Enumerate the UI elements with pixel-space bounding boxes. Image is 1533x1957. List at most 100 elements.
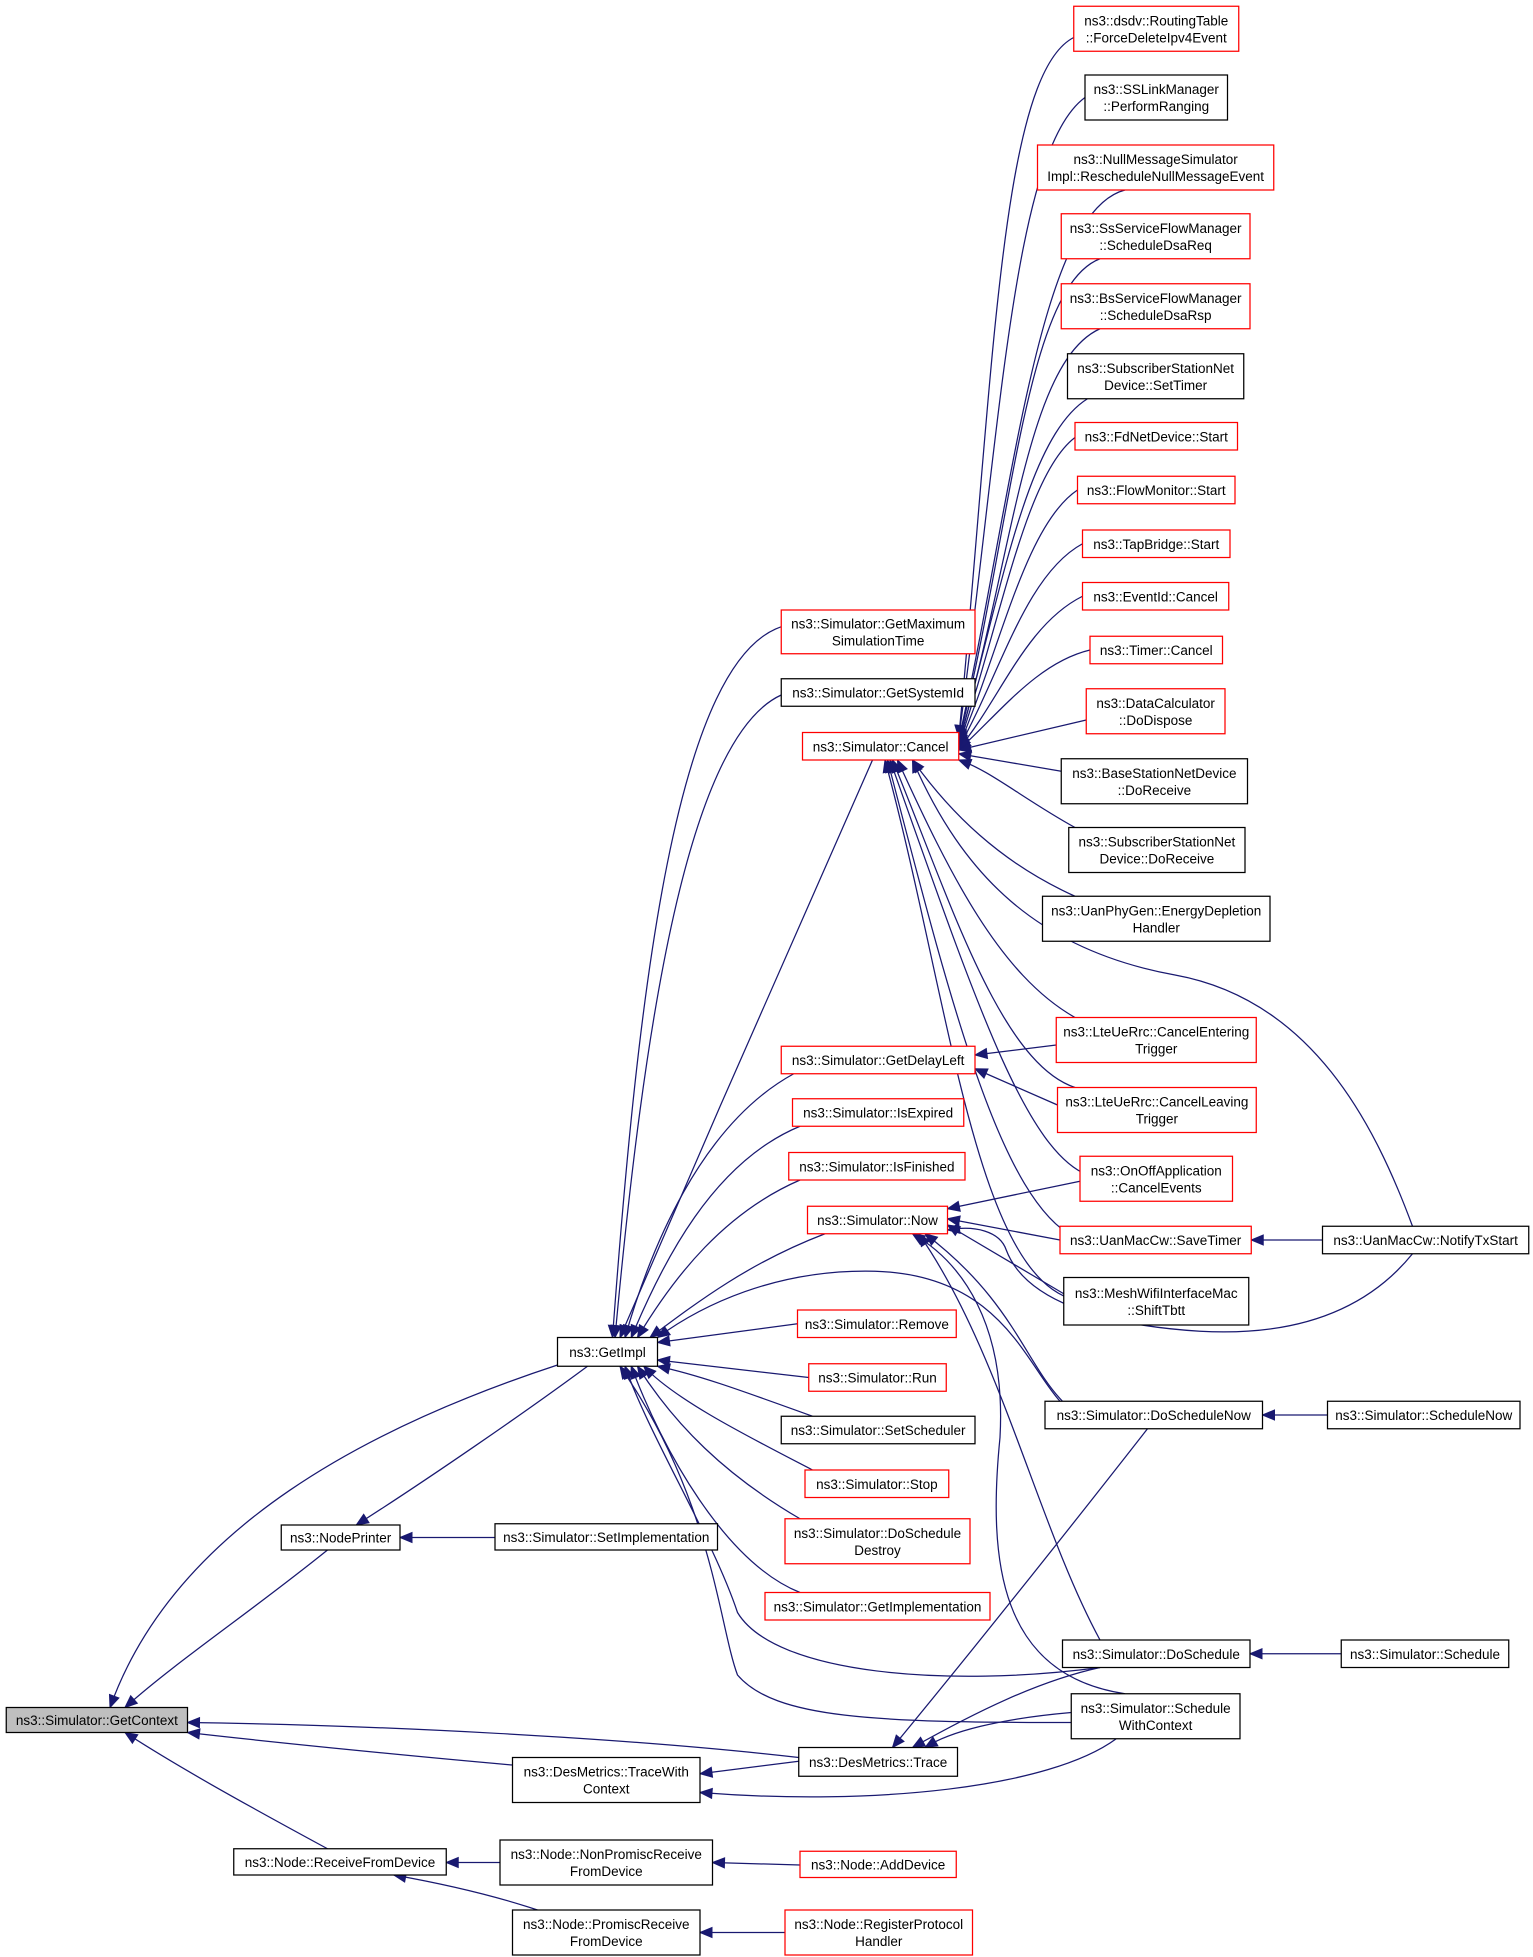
- node-AddDevice[interactable]: ns3::Node::AddDevice: [799, 1850, 957, 1879]
- node-SetImplementation[interactable]: ns3::Simulator::SetImplementation: [494, 1523, 719, 1551]
- node-ReceiveFromDevice[interactable]: ns3::Node::ReceiveFromDevice: [233, 1848, 447, 1876]
- node-label-line: ns3::Simulator::Cancel: [813, 739, 949, 754]
- node-FlowStart[interactable]: ns3::FlowMonitor::Start: [1076, 475, 1236, 505]
- node-box: [1066, 353, 1245, 400]
- node-label: ns3::Simulator::Now: [817, 1213, 938, 1228]
- node-Trace[interactable]: ns3::DesMetrics::Trace: [798, 1746, 959, 1777]
- node-label-line: ns3::BsServiceFlowManager: [1070, 291, 1242, 306]
- node-box: [780, 1045, 976, 1075]
- arrowhead-NonPromisc-to-ReceiveFromDevice: [444, 1856, 459, 1869]
- node-GetDelayLeft[interactable]: ns3::Simulator::GetDelayLeft: [780, 1045, 976, 1075]
- edge-TraceWithContext-to-GetContext: [188, 1733, 513, 1766]
- node-PerformRanging[interactable]: ns3::SSLinkManager::PerformRanging: [1084, 74, 1229, 121]
- node-box: [1063, 1276, 1250, 1326]
- edge-DoScheduleNow-to-Trace: [893, 1429, 1148, 1748]
- node-ScheduleNow[interactable]: ns3::Simulator::ScheduleNow: [1326, 1400, 1521, 1430]
- node-FdStart[interactable]: ns3::FdNetDevice::Start: [1074, 421, 1239, 451]
- node-box: [5, 1706, 189, 1734]
- node-DoSchedule[interactable]: ns3::Simulator::DoSchedule: [1061, 1639, 1251, 1669]
- node-box: [788, 1151, 966, 1181]
- node-label-line: ns3::Node::ReceiveFromDevice: [245, 1855, 436, 1870]
- node-DoScheduleNow[interactable]: ns3::Simulator::DoScheduleNow: [1044, 1400, 1264, 1430]
- node-GetSystemId[interactable]: ns3::Simulator::GetSystemId: [780, 678, 976, 707]
- node-box: [1068, 826, 1246, 874]
- node-label-line: ns3::DesMetrics::Trace: [809, 1755, 947, 1770]
- node-label-line: ns3::SSLinkManager: [1094, 82, 1220, 97]
- node-Stop[interactable]: ns3::Simulator::Stop: [804, 1469, 950, 1499]
- node-Remove[interactable]: ns3::Simulator::Remove: [796, 1309, 957, 1339]
- node-Run[interactable]: ns3::Simulator::Run: [808, 1363, 947, 1392]
- node-label-line: ns3::Simulator::Schedule: [1350, 1647, 1500, 1662]
- node-BaseDoReceive[interactable]: ns3::BaseStationNetDevice::DoReceive: [1060, 758, 1249, 805]
- node-label-line: ns3::SubscriberStationNet: [1077, 361, 1234, 376]
- node-NodePrinter[interactable]: ns3::NodePrinter: [280, 1524, 401, 1551]
- node-label: ns3::BsServiceFlowManager::ScheduleDsaRs…: [1070, 291, 1242, 323]
- node-label-line: Device::SetTimer: [1104, 378, 1208, 393]
- node-label-line: ns3::Simulator::ScheduleNow: [1335, 1408, 1512, 1423]
- node-GetContext[interactable]: ns3::Simulator::GetContext: [5, 1706, 189, 1734]
- node-SsDsaReq[interactable]: ns3::SsServiceFlowManager::ScheduleDsaRe…: [1060, 213, 1251, 260]
- arrowhead-IsFinished-to-GetImpl: [636, 1323, 649, 1339]
- node-IsFinished[interactable]: ns3::Simulator::IsFinished: [788, 1151, 966, 1181]
- node-Now[interactable]: ns3::Simulator::Now: [806, 1205, 949, 1235]
- node-label: ns3::NodePrinter: [290, 1531, 392, 1546]
- arrowhead-Trace-to-TraceWithContext: [698, 1766, 714, 1778]
- node-EventCancel[interactable]: ns3::EventId::Cancel: [1081, 581, 1230, 611]
- arrowhead-DataCalc-to-Cancel: [957, 741, 973, 753]
- node-label-line: ns3::Simulator::GetSystemId: [792, 686, 964, 701]
- node-TimerCancel[interactable]: ns3::Timer::Cancel: [1089, 635, 1224, 665]
- node-SaveTimer[interactable]: ns3::UanMacCw::SaveTimer: [1059, 1225, 1252, 1255]
- node-Schedule[interactable]: ns3::Simulator::Schedule: [1340, 1639, 1510, 1669]
- node-box: [556, 1336, 659, 1367]
- node-DataCalc[interactable]: ns3::DataCalculator::DoDispose: [1085, 688, 1226, 735]
- node-ShiftTbtt[interactable]: ns3::MeshWifiInterfaceMac::ShiftTbtt: [1063, 1276, 1250, 1326]
- edge-IsExpired-to-GetImpl: [631, 1126, 800, 1337]
- node-label: ns3::MeshWifiInterfaceMac::ShiftTbtt: [1075, 1286, 1238, 1318]
- node-box: [1340, 1639, 1510, 1669]
- arrowhead-AddDevice-to-NonPromisc: [711, 1857, 726, 1869]
- node-label-line: Trigger: [1136, 1112, 1179, 1127]
- edge-Cancel-to-GetImpl: [620, 760, 873, 1338]
- node-TapStart[interactable]: ns3::TapBridge::Start: [1081, 529, 1231, 559]
- node-OnOff[interactable]: ns3::OnOffApplication::CancelEvents: [1079, 1155, 1234, 1202]
- edge-DataCalc-to-Cancel: [959, 720, 1087, 750]
- edge-Trace-to-GetContext: [188, 1723, 799, 1758]
- node-box: [1076, 475, 1236, 505]
- node-label-line: ns3::SubscriberStationNet: [1078, 835, 1235, 850]
- node-GetImplementation[interactable]: ns3::Simulator::GetImplementation: [764, 1591, 991, 1621]
- node-NotifyTxStart[interactable]: ns3::UanMacCw::NotifyTxStart: [1321, 1225, 1530, 1255]
- node-label-line: ::ScheduleDsaReq: [1099, 238, 1212, 253]
- edge-SaveTimer-to-Cancel: [888, 760, 1076, 1238]
- node-BsDsaRsp[interactable]: ns3::BsServiceFlowManager::ScheduleDsaRs…: [1060, 283, 1251, 330]
- node-GetImpl[interactable]: ns3::GetImpl: [556, 1336, 659, 1367]
- node-ForceDelete[interactable]: ns3::dsdv::RoutingTable::ForceDeleteIpv4…: [1073, 5, 1240, 52]
- arrowhead-LteEntering-to-GetDelayLeft: [973, 1047, 989, 1060]
- node-label: ns3::Simulator::ScheduleNow: [1335, 1408, 1512, 1423]
- node-Cancel[interactable]: ns3::Simulator::Cancel: [801, 731, 960, 761]
- node-box: [1056, 1086, 1257, 1134]
- node-label: ns3::FlowMonitor::Start: [1087, 483, 1226, 498]
- node-IsExpired[interactable]: ns3::Simulator::IsExpired: [791, 1098, 965, 1127]
- arrowhead-SetImplementation-to-NodePrinter: [398, 1531, 413, 1544]
- arrowhead-DoScheduleNow-to-Trace: [891, 1734, 905, 1749]
- arrowhead-TraceWithContext-to-GetContext: [186, 1728, 201, 1740]
- node-SetScheduler[interactable]: ns3::Simulator::SetScheduler: [780, 1415, 976, 1445]
- node-box: [1036, 144, 1275, 191]
- node-label-line: ns3::BaseStationNetDevice: [1072, 766, 1236, 781]
- arrowhead-ScheduleWithContext-to-TraceWithContext: [698, 1787, 713, 1800]
